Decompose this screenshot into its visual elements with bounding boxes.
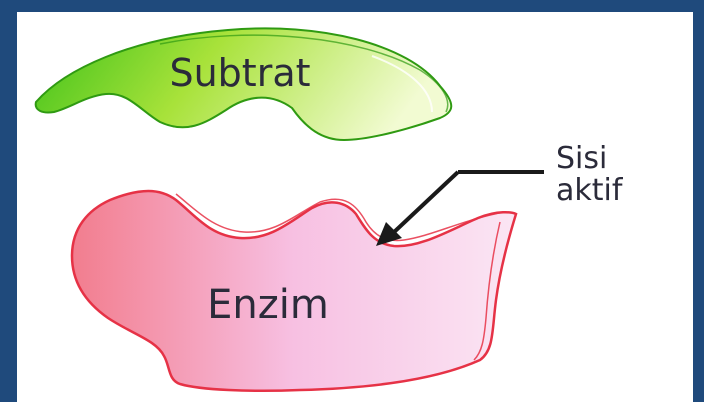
enzyme-substrate-diagram: Subtrat Enzim Sisi aktif — [17, 12, 693, 402]
substrate-shape: Subtrat — [36, 28, 452, 140]
active-site-label-line2: aktif — [556, 173, 624, 208]
enzyme-shape: Enzim — [72, 191, 516, 391]
active-site-label-line1: Sisi — [556, 141, 607, 176]
diagram-canvas: Subtrat Enzim Sisi aktif — [17, 12, 693, 402]
enzyme-label: Enzim — [207, 282, 329, 328]
substrate-label: Subtrat — [169, 51, 310, 95]
